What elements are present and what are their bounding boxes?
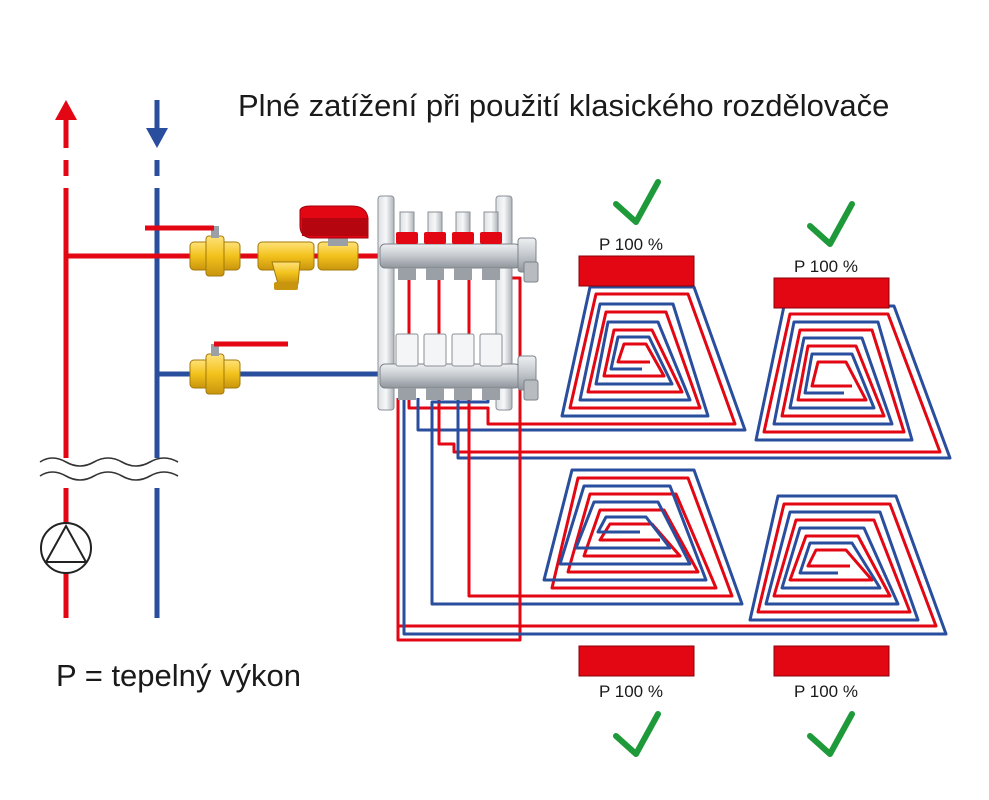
zone-3 (578, 645, 695, 757)
zone-2 (773, 201, 890, 309)
pipe-break-icon (39, 457, 179, 481)
down-arrow-icon (146, 128, 168, 148)
pump-icon (40, 522, 92, 574)
flow-meter (480, 211, 502, 280)
legend-text: P = tepelný výkon (56, 658, 302, 693)
zone-4 (773, 645, 890, 757)
air-vent (517, 355, 539, 401)
valve-cap (395, 333, 419, 400)
manifold (377, 195, 539, 411)
strainer-icon (257, 241, 315, 290)
zone-1-label: P 100 % (599, 235, 663, 254)
power-bar (773, 645, 890, 677)
zone-2-label: P 100 % (794, 257, 858, 276)
check-mark-icon (807, 711, 855, 757)
flow-meter (396, 211, 418, 280)
valve-cap (479, 333, 503, 400)
actuator-icon (299, 205, 369, 271)
check-mark-icon (613, 179, 661, 225)
power-bar (578, 255, 695, 287)
ball-valve-icon (145, 225, 241, 277)
up-arrow-icon (55, 100, 77, 120)
air-vent (517, 237, 539, 283)
power-bar (578, 645, 695, 677)
flow-meter (424, 211, 446, 280)
valve-cap (423, 333, 447, 400)
check-mark-icon (613, 711, 661, 757)
heating-loops (396, 262, 952, 642)
diagram-title: Plné zatížení při použití klasického roz… (238, 88, 890, 123)
zone-4-label: P 100 % (794, 682, 858, 701)
zone-3-label: P 100 % (599, 682, 663, 701)
power-bar (773, 277, 890, 309)
valve-cap (451, 333, 475, 400)
zone-1 (578, 179, 695, 287)
flow-meter (452, 211, 474, 280)
check-mark-icon (807, 201, 855, 247)
ball-valve-icon (189, 341, 288, 395)
return-riser (146, 100, 168, 618)
